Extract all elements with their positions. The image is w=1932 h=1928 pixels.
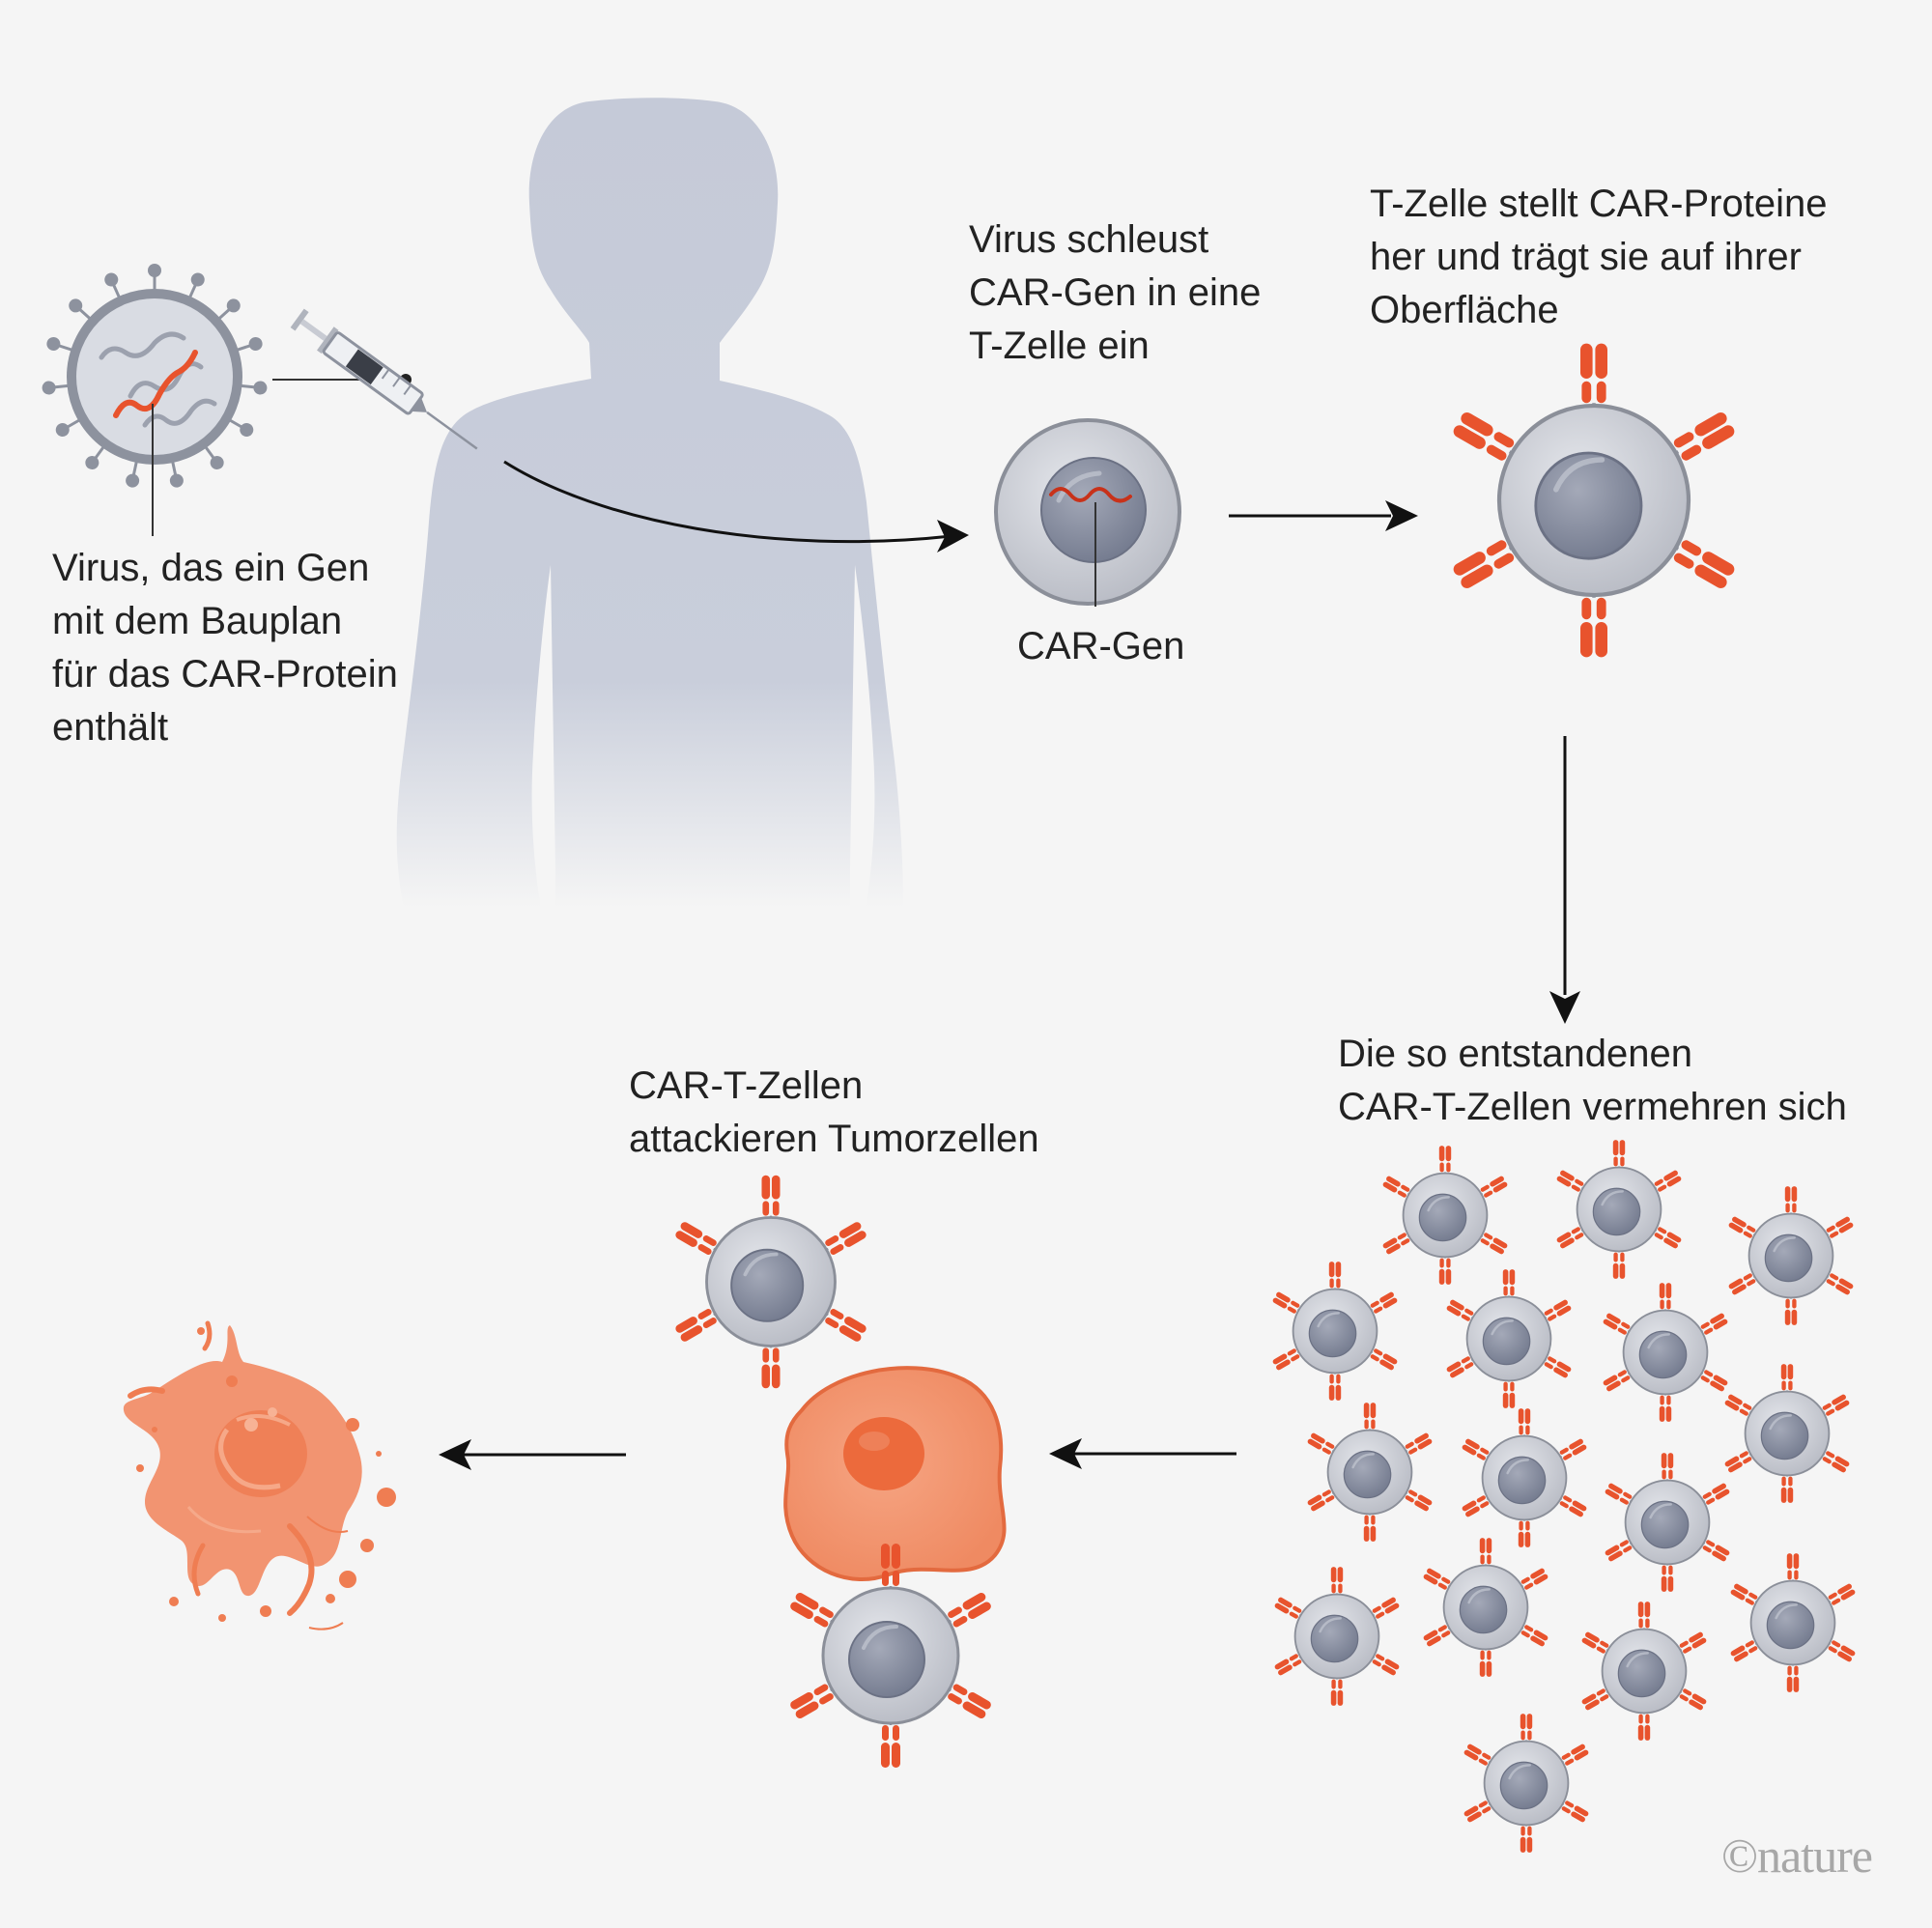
tumor-cell — [783, 1366, 1007, 1581]
arrow-right-1-head — [1385, 500, 1418, 531]
arrow-down-head — [1549, 991, 1580, 1024]
t-cell-with-gene — [994, 418, 1181, 606]
virus-rna-2 — [142, 398, 217, 428]
cluster-cell — [1724, 1364, 1851, 1503]
cluster-cell — [1382, 1146, 1509, 1285]
car-gene-in-cell — [1049, 487, 1132, 503]
cells-multiply-label: Die so entstandenen CAR-T-Zellen vermehr… — [1338, 1033, 1847, 1128]
cluster-cell — [1581, 1602, 1708, 1741]
cluster-cell — [1728, 1186, 1855, 1325]
destroyed-tumor-cell — [123, 1320, 396, 1630]
virus-label: Virus, das ein Gen mit dem Bauplan für d… — [52, 547, 398, 749]
cluster-cell — [1462, 1408, 1588, 1547]
cluster-cell — [1274, 1567, 1401, 1706]
cluster-cell — [1605, 1453, 1731, 1592]
arrow-left-2-head — [439, 1439, 471, 1470]
virus-rna-1 — [99, 331, 186, 360]
attacking-car-t-cell-bottom — [789, 1544, 993, 1768]
cluster-cell — [1603, 1283, 1729, 1422]
cluster-cell — [1272, 1262, 1399, 1401]
human-silhouette — [396, 98, 903, 908]
virus-inserts-label: Virus schleust CAR-Gen in eine T-Zelle e… — [969, 218, 1262, 367]
curved-arrow-head — [937, 520, 969, 553]
arrow-left-1-head — [1049, 1438, 1082, 1469]
car-t-cell-cluster — [1272, 1140, 1857, 1853]
nature-credit: ©nature — [1721, 1829, 1873, 1883]
attacking-car-t-cell-top — [674, 1176, 867, 1388]
tcell-produces-label: T-Zelle stellt CAR-Proteine her und träg… — [1370, 183, 1828, 331]
car-t-cell-large — [1451, 344, 1736, 658]
virus-particle — [42, 264, 268, 488]
syringe-icon — [290, 308, 478, 450]
cells-attack-label: CAR-T-Zellen attackieren Tumorzellen — [629, 1064, 1039, 1160]
car-gene-strand — [113, 350, 198, 418]
cluster-cell — [1556, 1140, 1683, 1279]
cluster-cell — [1730, 1553, 1857, 1692]
cluster-cell — [1423, 1538, 1549, 1677]
attack-group — [674, 1176, 1007, 1768]
car-gene-label: CAR-Gen — [1017, 625, 1185, 667]
cluster-cell — [1307, 1403, 1434, 1542]
curved-arrow — [503, 460, 952, 544]
cluster-cell — [1446, 1269, 1573, 1408]
virus-spikes — [42, 264, 268, 488]
cluster-cell — [1463, 1714, 1590, 1853]
